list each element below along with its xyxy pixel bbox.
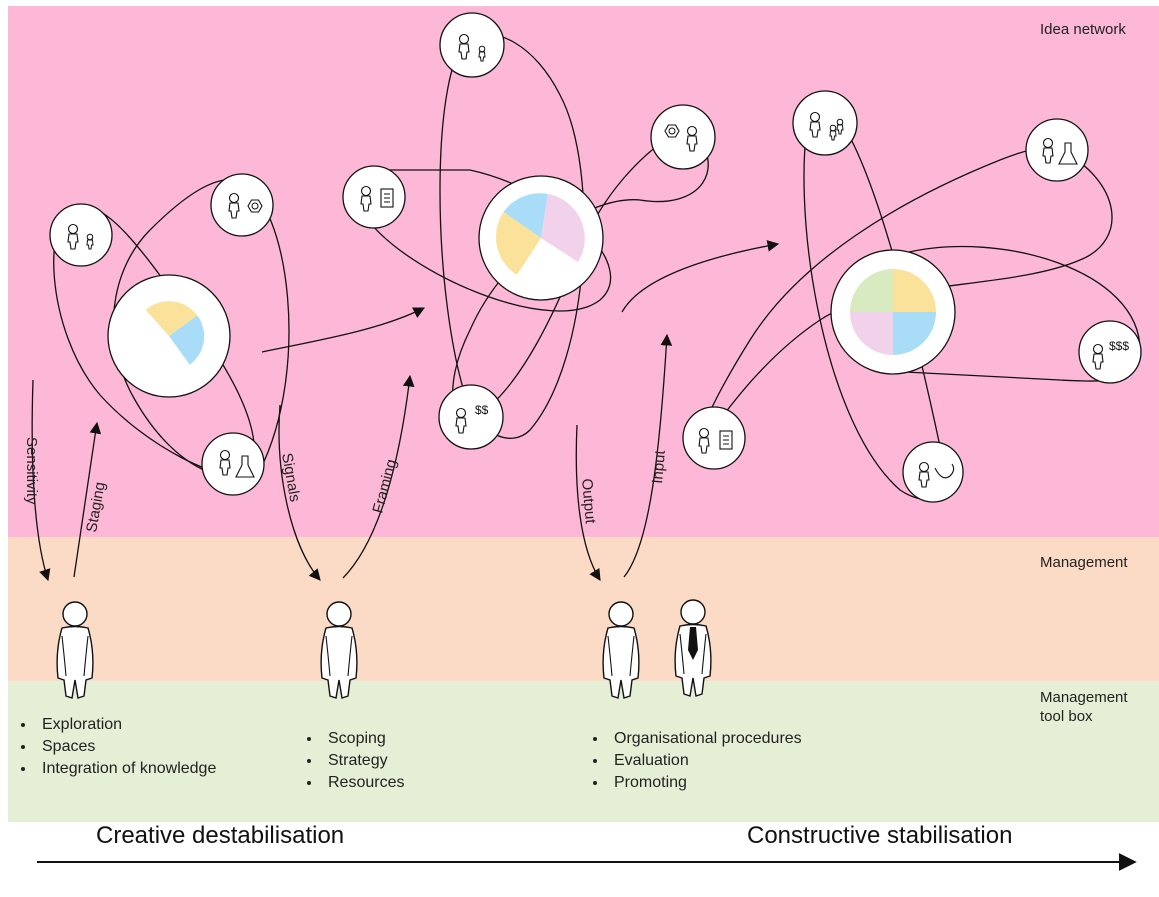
output-label: Output: [578, 478, 599, 525]
node-parent-child: [439, 12, 505, 78]
pie-slice-green: [850, 269, 893, 312]
framing-arrow: [342, 374, 415, 579]
pie-slice-pink: [850, 312, 893, 355]
pie-slice-blue: [893, 312, 936, 355]
output-arrow: [575, 424, 601, 581]
flow-arrow-2-3: [621, 240, 780, 313]
management-label: Management: [1040, 554, 1128, 571]
cluster-1: [49, 173, 290, 496]
toolbox-list-2: Scoping Strategy Resources: [294, 728, 404, 794]
pie-slice-yellow: [893, 269, 936, 312]
funding-label: $$: [475, 403, 489, 417]
input-arrow: [623, 333, 673, 578]
node-engineer: [210, 173, 274, 237]
manager-with-tie: [674, 599, 712, 697]
node-parent-child: [49, 203, 113, 267]
cluster-2: $$: [342, 12, 716, 450]
node-scientist: [1025, 118, 1089, 182]
node-scientist: [201, 432, 265, 496]
toolbox-list-3: Organisational procedures Evaluation Pro…: [580, 728, 802, 794]
toolbox-item: Resources: [322, 772, 404, 794]
toolbox-item: Integration of knowledge: [36, 758, 216, 780]
idea-network-label: Idea network: [1040, 21, 1126, 38]
node-stethoscope: [902, 441, 964, 503]
input-label: Input: [649, 449, 669, 485]
node-funding: [438, 384, 504, 450]
node-documents: [342, 165, 406, 229]
staging-arrow: [73, 421, 102, 578]
node-engineer: [650, 104, 716, 170]
axis-right-label: Constructive stabilisation: [747, 822, 1013, 849]
cluster-3: $$$: [682, 90, 1142, 503]
node-family: [792, 90, 858, 156]
signals-arrow: [278, 404, 321, 581]
axis-left-label: Creative destabilisation: [96, 822, 345, 849]
pie-slice-blue: [169, 315, 205, 365]
pie-slice-yellow: [145, 301, 198, 336]
node-documents: [682, 406, 746, 470]
toolbox-band: [8, 681, 1159, 822]
toolbox-item: Promoting: [608, 772, 802, 794]
pie-slice-yellow: [495, 212, 541, 275]
node-funding: [1078, 320, 1142, 384]
toolbox-item: Scoping: [322, 728, 404, 750]
toolbox-item: Strategy: [322, 750, 404, 772]
sensitivity-label: Sensitivity: [23, 437, 40, 505]
pie-slice-pink: [541, 194, 585, 262]
toolbox-label-line2: tool box: [1040, 708, 1093, 725]
pie-slice-blue: [503, 193, 548, 238]
toolbox-item: Exploration: [36, 714, 216, 736]
toolbox-label-line1: Management: [1040, 689, 1128, 706]
toolbox-item: Evaluation: [608, 750, 802, 772]
flow-arrow-1-2: [261, 307, 426, 353]
toolbox-item: Spaces: [36, 736, 216, 758]
toolbox-item: Organisational procedures: [608, 728, 802, 750]
management-band: [8, 537, 1159, 681]
toolbox-list-1: Exploration Spaces Integration of knowle…: [8, 714, 216, 780]
funding-label: $$$: [1109, 339, 1129, 353]
sensitivity-arrow: [31, 379, 51, 582]
